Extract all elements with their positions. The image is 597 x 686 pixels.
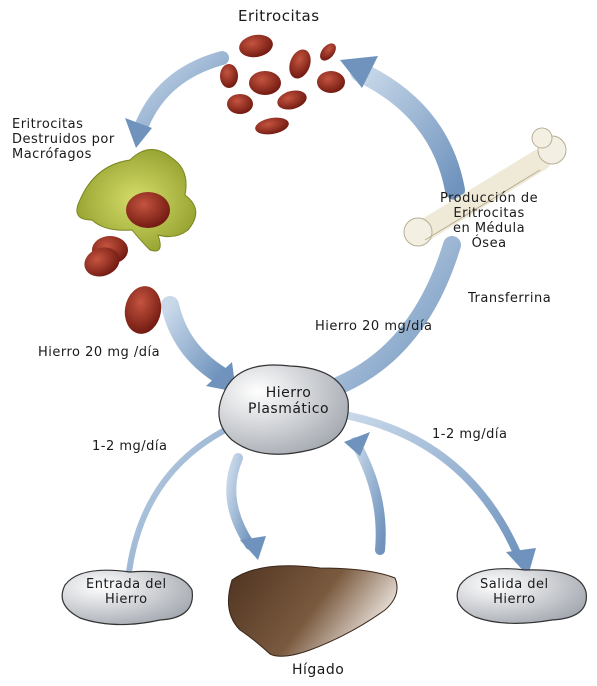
label-rate-right: 1-2 mg/día	[432, 428, 508, 443]
arrow-marrow-to-erythrocytes	[360, 72, 455, 190]
label-produccion: Producción de Eritrocitas en Médula Ósea	[440, 192, 538, 252]
erythrocyte-icon	[254, 115, 290, 137]
erythrocyte-icon	[220, 64, 238, 88]
arrow-macrophages-to-plasma	[170, 305, 220, 375]
liver-icon	[228, 566, 397, 657]
arrowhead-liver	[240, 536, 266, 560]
label-rate-left: 1-2 mg/día	[92, 440, 168, 455]
label-hierro-right: Hierro 20 mg/día	[315, 320, 432, 335]
label-salida: Salida del Hierro	[480, 578, 549, 608]
erythrocyte-icon	[237, 32, 274, 60]
label-eritrocitas: Eritrocitas	[238, 8, 320, 25]
erythrocyte-icon	[275, 87, 309, 112]
arrow-plasma-to-liver	[231, 458, 250, 545]
label-transferrina: Transferrina	[468, 292, 551, 307]
erythrocyte-cluster	[220, 32, 345, 137]
label-entrada: Entrada del Hierro	[86, 578, 167, 608]
erythrocyte-icon	[285, 46, 314, 81]
erythrocyte-icon	[249, 71, 281, 95]
arrow-plasma-to-marrow	[340, 245, 452, 385]
erythrocyte-icon	[227, 94, 253, 114]
cycle-arrows	[125, 56, 536, 580]
label-hierro-plasmatico: Hierro Plasmático	[248, 385, 329, 417]
label-destruidos: Eritrocitas Destruidos por Macrófagos	[12, 118, 115, 163]
erythrocyte-icon	[317, 71, 345, 93]
arrow-liver-to-plasma	[355, 442, 381, 550]
arrow-erythrocytes-to-macrophages	[140, 58, 222, 130]
label-higado: Hígado	[292, 662, 344, 678]
label-hierro-left: Hierro 20 mg /día	[38, 346, 160, 361]
erythrocyte-icon	[317, 40, 339, 63]
